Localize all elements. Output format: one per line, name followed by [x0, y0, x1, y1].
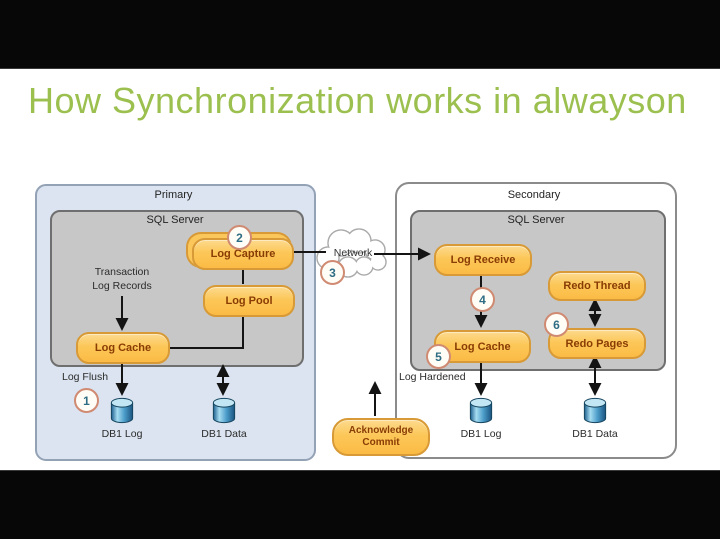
step-badge-6: 6 [544, 312, 569, 337]
primary-label: Primary [154, 189, 193, 201]
db1-log-secondary-label: DB1 Log [460, 428, 502, 440]
log-hardened-label: Log Hardened [399, 371, 466, 383]
acknowledge-line: Acknowledge [348, 425, 414, 436]
node-redo-thread: Redo Thread [548, 271, 646, 301]
node-log-pool: Log Pool [203, 285, 295, 317]
step-badge-2: 2 [227, 225, 252, 250]
node-log-receive: Log Receive [434, 244, 532, 276]
db1-data-secondary-label: DB1 Data [572, 428, 618, 440]
node-log-capture: Log Capture [192, 238, 294, 270]
transaction-log-records-label: Transaction Log Records [72, 265, 172, 293]
log-flush-label: Log Flush [62, 371, 109, 383]
db1-data-secondary-cylinder-icon [583, 397, 607, 424]
step-badge-1: 1 [74, 388, 99, 413]
secondary-sql-server-label: SQL Server [507, 214, 565, 226]
node-acknowledge-commit: Acknowledge Commit [332, 418, 430, 456]
secondary-label: Secondary [507, 189, 561, 201]
primary-sql-server-label: SQL Server [146, 214, 204, 226]
transaction-line2: Log Records [92, 280, 152, 292]
node-log-cache-secondary: Log Cache [434, 330, 531, 363]
step-badge-4: 4 [470, 287, 495, 312]
db1-data-primary-label: DB1 Data [201, 428, 247, 440]
db1-log-secondary-cylinder-icon [469, 397, 493, 424]
letterbox-top [0, 0, 720, 69]
slide-title: How Synchronization works in alwayson [28, 80, 687, 121]
step-badge-5: 5 [426, 344, 451, 369]
db1-log-primary-label: DB1 Log [101, 428, 143, 440]
node-log-cache-primary: Log Cache [76, 332, 170, 364]
transaction-line1: Transaction [94, 266, 150, 278]
db1-log-primary-cylinder-icon [110, 397, 134, 424]
db1-data-primary-cylinder-icon [212, 397, 236, 424]
network-label: Network [333, 247, 373, 259]
step-badge-3: 3 [320, 260, 345, 285]
letterbox-bottom [0, 470, 720, 539]
commit-line: Commit [362, 437, 400, 448]
